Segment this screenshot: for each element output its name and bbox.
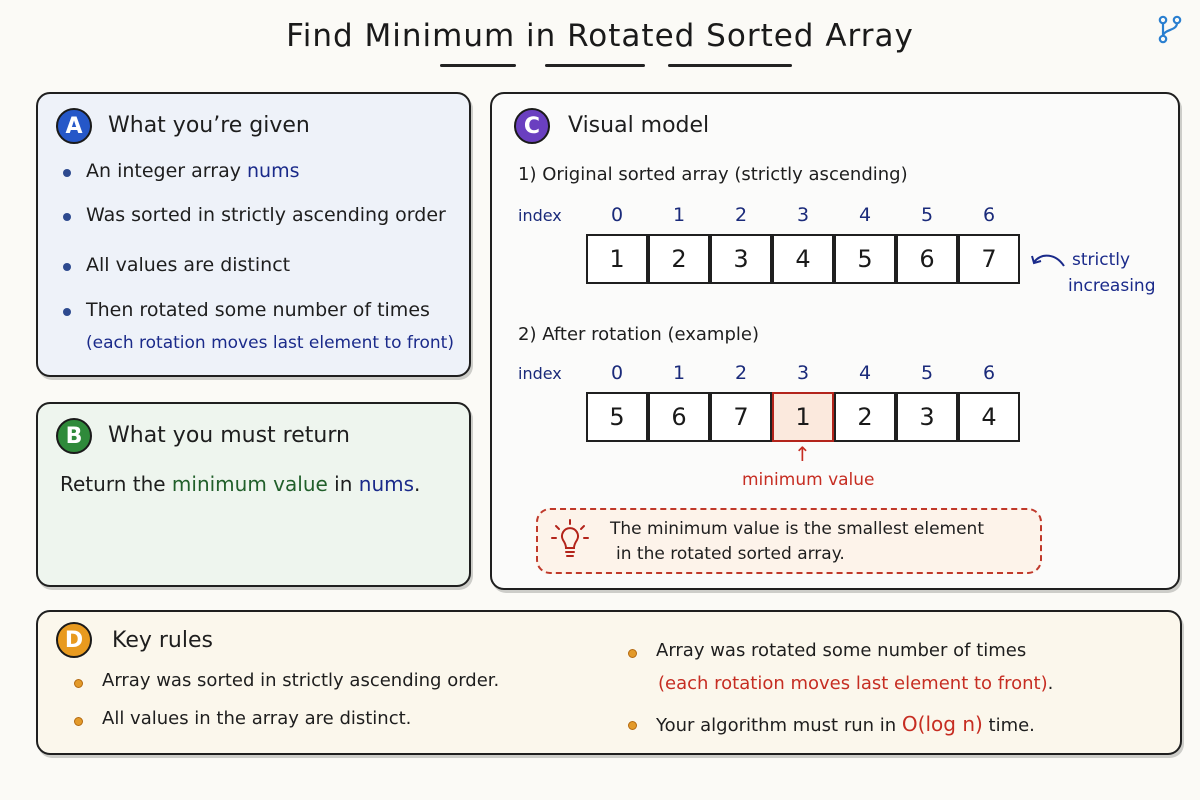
index-label: index bbox=[518, 364, 562, 383]
rotated-cell-3: 1 bbox=[772, 392, 834, 442]
rotated-cell-4: 2 bbox=[834, 392, 896, 442]
index-label: index bbox=[518, 206, 562, 225]
return-heading: What you must return bbox=[108, 423, 350, 448]
original-cell-6: 7 bbox=[958, 234, 1020, 284]
original-index-4: 4 bbox=[858, 204, 872, 226]
rule-left-2: All values in the array are distinct. bbox=[102, 708, 412, 729]
minimum-value-highlight: minimum value bbox=[171, 472, 328, 496]
original-array-label: 1) Original sorted array (strictly ascen… bbox=[518, 164, 908, 185]
rule-right-1-sub: (each rotation moves last element to fro… bbox=[658, 673, 1053, 694]
given-bullet-3: All values are distinct bbox=[86, 254, 291, 276]
minimum-arrow-icon: ↑ bbox=[794, 442, 811, 466]
given-bullet-1-text: An integer array bbox=[86, 160, 247, 182]
rotated-index-3: 3 bbox=[796, 362, 810, 384]
original-cell-0: 1 bbox=[586, 234, 648, 284]
original-index-1: 1 bbox=[672, 204, 686, 226]
given-bullet-4: Then rotated some number of times bbox=[86, 299, 430, 321]
badge-c: C bbox=[514, 108, 550, 144]
nums-highlight: nums bbox=[358, 472, 415, 496]
minimum-value-label: minimum value bbox=[742, 470, 875, 490]
lightbulb-icon bbox=[551, 519, 589, 557]
original-index-5: 5 bbox=[920, 204, 934, 226]
bullet-dot bbox=[628, 649, 637, 658]
badge-d: D bbox=[56, 622, 92, 658]
original-index-0: 0 bbox=[610, 204, 624, 226]
git-branch-icon[interactable] bbox=[1156, 14, 1184, 44]
increasing-annotation: increasing bbox=[1068, 276, 1156, 296]
original-cell-2: 3 bbox=[710, 234, 772, 284]
given-heading: What you’re given bbox=[108, 113, 310, 138]
rule-right-2-post: time. bbox=[982, 715, 1035, 736]
insight-note-line-2: in the rotated sorted array. bbox=[616, 544, 845, 564]
rule-right-1-sub-end: . bbox=[1047, 673, 1054, 694]
insight-note bbox=[536, 508, 1042, 574]
given-bullet-4-sub: (each rotation moves last element to fro… bbox=[86, 333, 454, 353]
visual-model-panel bbox=[490, 92, 1180, 590]
original-index-2: 2 bbox=[734, 204, 748, 226]
rotated-index-6: 6 bbox=[982, 362, 996, 384]
rotated-cell-2: 7 bbox=[710, 392, 772, 442]
key-rules-heading: Key rules bbox=[112, 628, 213, 653]
bullet-dot bbox=[63, 213, 71, 221]
bullet-dot bbox=[63, 308, 71, 316]
rotated-index-5: 5 bbox=[920, 362, 934, 384]
rule-right-2-pre: Your algorithm must run in bbox=[656, 715, 902, 736]
key-rules-panel bbox=[36, 610, 1182, 755]
rule-left-1: Array was sorted in strictly ascending o… bbox=[102, 670, 500, 691]
rotated-cell-6: 4 bbox=[958, 392, 1020, 442]
bullet-dot bbox=[628, 721, 637, 730]
rule-right-1: Array was rotated some number of times bbox=[656, 640, 1027, 661]
return-text: Return the minimum value in nums. bbox=[60, 472, 420, 496]
rotated-index-1: 1 bbox=[672, 362, 686, 384]
given-bullet-2: Was sorted in strictly ascending order bbox=[86, 204, 446, 226]
return-text-mid: in bbox=[327, 472, 359, 496]
original-index-3: 3 bbox=[796, 204, 810, 226]
title-underline-2 bbox=[545, 64, 645, 67]
title-underline-3 bbox=[668, 64, 792, 67]
insight-note-line-1: The minimum value is the smallest elemen… bbox=[610, 519, 984, 539]
rotated-cell-0: 5 bbox=[586, 392, 648, 442]
strictly-annotation: strictly bbox=[1072, 250, 1131, 270]
return-text-pre: Return the bbox=[60, 472, 172, 496]
visual-model-heading: Visual model bbox=[568, 113, 710, 138]
big-o-highlight: O(log n) bbox=[901, 712, 983, 736]
rotated-index-4: 4 bbox=[858, 362, 872, 384]
original-cell-4: 5 bbox=[834, 234, 896, 284]
rotated-cell-5: 3 bbox=[896, 392, 958, 442]
original-cell-1: 2 bbox=[648, 234, 710, 284]
return-text-post: . bbox=[414, 472, 421, 496]
rotated-index-2: 2 bbox=[734, 362, 748, 384]
given-panel bbox=[36, 92, 471, 377]
bullet-dot bbox=[63, 169, 71, 177]
given-bullet-1: An integer array nums bbox=[86, 160, 300, 182]
rule-right-1-sub-text: (each rotation moves last element to fro… bbox=[658, 673, 1048, 694]
nums-highlight: nums bbox=[247, 160, 300, 182]
badge-a: A bbox=[56, 108, 92, 144]
return-panel bbox=[36, 402, 471, 587]
bullet-dot bbox=[63, 263, 71, 271]
bullet-dot bbox=[74, 679, 83, 688]
rotated-cell-1: 6 bbox=[648, 392, 710, 442]
bullet-dot bbox=[74, 717, 83, 726]
curved-arrow-icon bbox=[1031, 254, 1065, 267]
rule-right-2: Your algorithm must run in O(log n) time… bbox=[656, 712, 1035, 736]
original-index-6: 6 bbox=[982, 204, 996, 226]
title-underline-1 bbox=[440, 64, 516, 67]
rotated-array-label: 2) After rotation (example) bbox=[518, 324, 759, 345]
page-title: Find Minimum in Rotated Sorted Array bbox=[286, 18, 914, 54]
original-cell-5: 6 bbox=[896, 234, 958, 284]
rotated-index-0: 0 bbox=[610, 362, 624, 384]
badge-b: B bbox=[56, 418, 92, 454]
original-cell-3: 4 bbox=[772, 234, 834, 284]
